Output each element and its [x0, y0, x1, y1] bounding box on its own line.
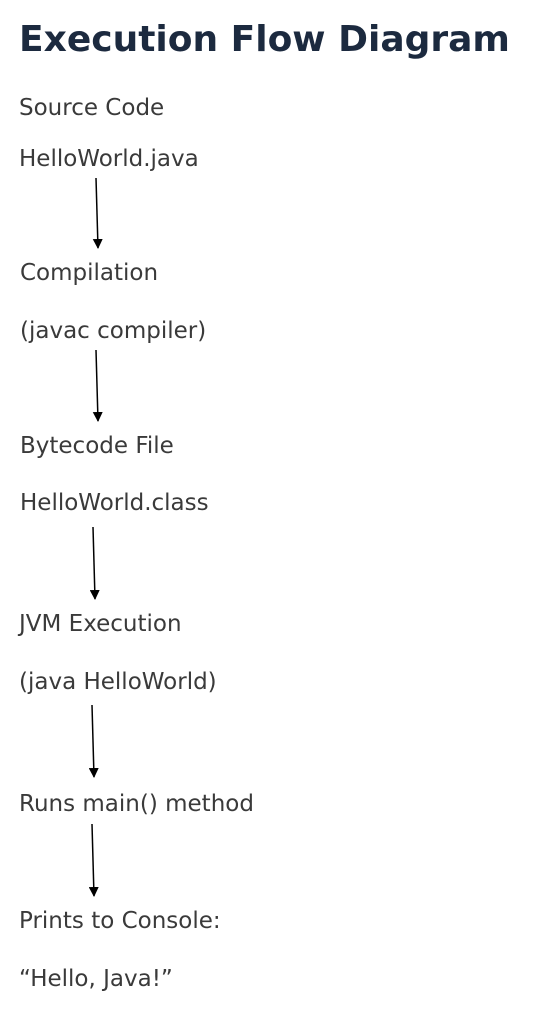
arrow-source-to-compilation: [92, 177, 103, 249]
step-console-output: “Hello, Java!”: [19, 966, 173, 992]
arrow-bytecode-to-jvm: [89, 526, 100, 600]
arrow-jvm-to-main: [88, 704, 99, 778]
step-source-code-label: Source Code: [19, 95, 165, 121]
step-source-code-file: HelloWorld.java: [19, 146, 199, 172]
step-jvm-label: JVM Execution: [19, 611, 182, 637]
step-bytecode-file: HelloWorld.class: [20, 490, 209, 516]
step-bytecode-label: Bytecode File: [20, 433, 174, 459]
step-compilation-tool: (javac compiler): [20, 318, 207, 344]
step-compilation-label: Compilation: [20, 260, 159, 286]
step-main-method-label: Runs main() method: [19, 791, 254, 817]
step-jvm-command: (java HelloWorld): [19, 669, 217, 695]
diagram-title: Execution Flow Diagram: [19, 19, 510, 60]
arrow-main-to-console: [88, 823, 99, 897]
arrow-compilation-to-bytecode: [92, 349, 103, 422]
step-console-label: Prints to Console:: [19, 908, 221, 934]
